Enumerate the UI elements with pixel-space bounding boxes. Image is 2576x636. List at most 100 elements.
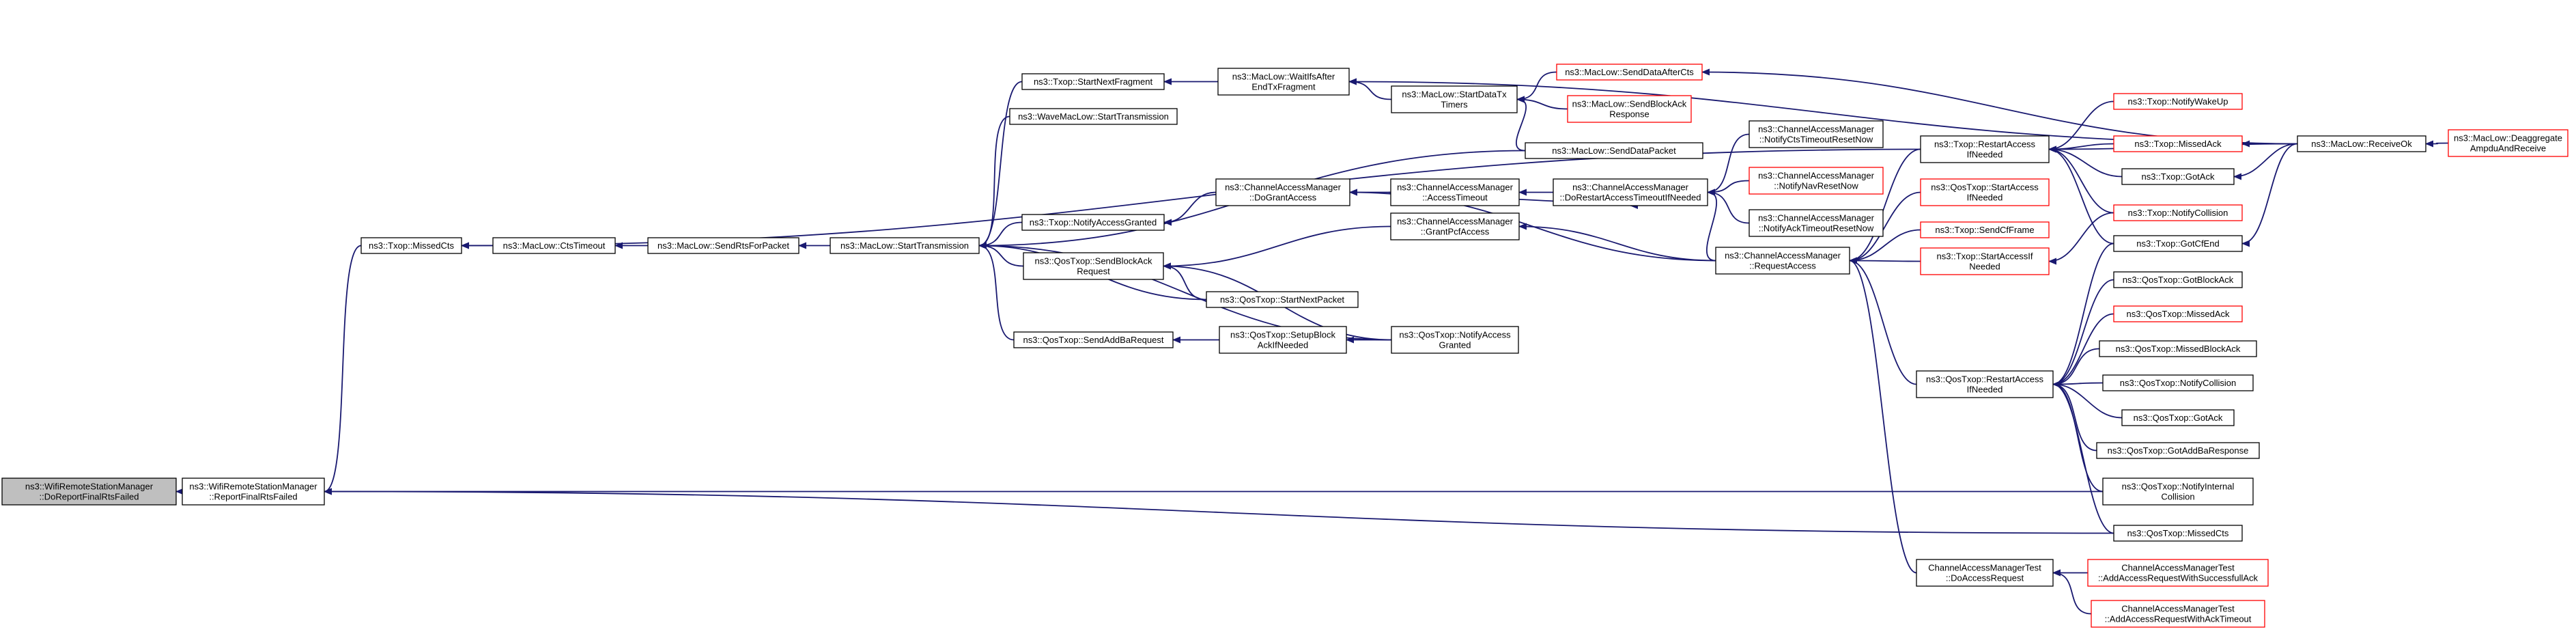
node-missedcts[interactable]: ns3::Txop::MissedCts [360,237,462,254]
node-label: ::NotifyCtsTimeoutResetNow [1759,135,1873,145]
edge-receiveok-to-txopgotack [2233,143,2298,180]
node-qnag[interactable]: ns3::QosTxop::NotifyAccessGranted [1391,326,1519,354]
node-label: ns3::ChannelAccessManager [1225,182,1341,193]
node-label: ns3::QosTxop::NotifyCollision [2120,378,2237,388]
node-box [1013,331,1174,348]
node-box [1916,559,2054,587]
node-label: ns3::MacLow::SendRtsForPacket [657,240,789,251]
node-camtestdoaccess[interactable]: ChannelAccessManagerTest::DoAccessReques… [1916,559,2054,587]
node-qgotack[interactable]: ns3::QosTxop::GotAck [2121,409,2235,426]
node-starttx[interactable]: ns3::MacLow::StartTransmission [830,237,980,254]
node-label: ns3::ChannelAccessManager [1725,251,1841,261]
node-camrequest[interactable]: ns3::ChannelAccessManager::RequestAccess [1715,247,1850,275]
node-camnotifynav[interactable]: ns3::ChannelAccessManager::NotifyNavRese… [1749,167,1884,195]
node-label: ::DoAccessRequest [1946,573,2024,583]
edge-qgotack-to-qosrestart [2052,381,2123,419]
node-qgotaddba[interactable]: ns3::QosTxop::GotAddBaResponse [2096,442,2260,459]
node-box [2096,442,2260,459]
node-sendrts[interactable]: ns3::MacLow::SendRtsForPacket [647,237,799,254]
node-ctstimeout[interactable]: ns3::MacLow::CtsTimeout [492,237,616,254]
node-label: ns3::QosTxop::GotAck [2134,413,2223,423]
node-label: ChannelAccessManagerTest [2121,563,2235,573]
node-senddatapacket[interactable]: ns3::MacLow::SendDataPacket [1525,142,1703,159]
node-camnotifyack[interactable]: ns3::ChannelAccessManager::NotifyAckTime… [1749,209,1884,237]
node-root[interactable]: ns3::WifiRemoteStationManager::DoReportF… [1,478,177,506]
edge-qmissedcts-to-rfrf [324,488,2114,534]
edge-txopgotcfend-to-qosrestart [2052,243,2114,388]
node-label: ::DoGrantAccess [1249,193,1317,203]
node-label: IfNeeded [1967,385,2003,395]
edge-txoprestart-to-camrequest [1849,148,1921,264]
node-qgotblockack[interactable]: ns3::QosTxop::GotBlockAck [2113,271,2243,288]
node-camdorestart[interactable]: ns3::ChannelAccessManager::DoRestartAcce… [1553,178,1708,206]
node-label: ns3::QosTxop::GotAddBaResponse [2108,445,2249,456]
node-box [2448,129,2568,157]
node-camnotifycts[interactable]: ns3::ChannelAccessManager::NotifyCtsTime… [1749,120,1884,148]
edge-qmissedcts-to-qosrestart [2052,381,2114,534]
node-box [2113,305,2243,322]
node-label: ::ReportFinalRtsFailed [209,492,297,502]
node-label: ChannelAccessManagerTest [1928,563,2041,573]
edge-deaggregate-to-receiveok [2425,140,2449,148]
node-camtestaddsucc[interactable]: ChannelAccessManagerTest::AddAccessReque… [2087,559,2269,587]
node-label: ns3::MacLow::SendDataAfterCts [1565,67,1694,77]
node-camdogrant[interactable]: ns3::ChannelAccessManager::DoGrantAccess [1215,178,1350,206]
node-txopgotcfend[interactable]: ns3::Txop::GotCfEnd [2113,235,2243,252]
node-camaccesstimeout[interactable]: ns3::ChannelAccessManager::AccessTimeout [1390,178,1520,206]
node-snf[interactable]: ns3::Txop::StartNextFragment [1021,73,1165,90]
node-label: ns3::MacLow::ReceiveOk [2311,139,2412,149]
node-notifyag[interactable]: ns3::Txop::NotifyAccessGranted [1021,214,1165,231]
node-label: ns3::ChannelAccessManager [1758,213,1874,223]
node-rfrf[interactable]: ns3::WifiRemoteStationManager::ReportFin… [182,478,325,506]
node-box [2113,525,2243,542]
node-label: ns3::Txop::SendCfFrame [1935,225,2034,235]
node-label: ::DoReportFinalRtsFailed [40,492,139,502]
edge-qmissedblockack-to-qosrestart [2052,348,2100,388]
node-box [1215,178,1350,206]
nodes: ns3::WifiRemoteStationManager::DoReportF… [1,64,2568,628]
node-label: ::NotifyNavResetNow [1774,181,1858,191]
node-camgrantpcf[interactable]: ns3::ChannelAccessManager::GrantPcfAcces… [1390,212,1520,240]
node-box [2121,168,2235,185]
node-qmissedack[interactable]: ns3::QosTxop::MissedAck [2113,305,2243,322]
node-qmissedcts[interactable]: ns3::QosTxop::MissedCts [2113,525,2243,542]
node-qsaddba[interactable]: ns3::QosTxop::SendAddBaRequest [1013,331,1174,348]
node-label: ns3::QosTxop::StartNextPacket [1220,294,1344,305]
edge-sendcfframe-to-camrequest [1849,229,1921,264]
node-wavest[interactable]: ns3::WaveMacLow::StartTransmission [1009,108,1178,125]
node-txopmissedack[interactable]: ns3::Txop::MissedAck [2113,135,2243,152]
node-box [1749,167,1884,195]
node-label: ::NotifyAckTimeoutResetNow [1759,223,1874,234]
node-label: Needed [1969,262,2000,272]
edge-txopgotack-to-txoprestart [2048,146,2123,178]
node-senddataaftercts[interactable]: ns3::MacLow::SendDataAfterCts [1556,64,1703,81]
node-box [492,237,616,254]
node-txopnotifycoll[interactable]: ns3::Txop::NotifyCollision [2113,204,2243,221]
node-label: ::AddAccessRequestWithAckTimeout [2105,614,2252,624]
node-camtestaddtimeout[interactable]: ChannelAccessManagerTest::AddAccessReque… [2091,600,2265,628]
node-txopgotack[interactable]: ns3::Txop::GotAck [2121,168,2235,185]
node-qsnp[interactable]: ns3::QosTxop::StartNextPacket [1206,291,1359,308]
node-notifywakeup[interactable]: ns3::Txop::NotifyWakeUp [2113,93,2243,110]
node-label: ns3::QosTxop::NotifyAccess [1399,330,1511,340]
edge-qosstartaccess-to-camrequest [1849,191,1921,264]
node-receiveok[interactable]: ns3::MacLow::ReceiveOk [2297,135,2426,152]
node-box [2113,271,2243,288]
node-qnotifycoll[interactable]: ns3::QosTxop::NotifyCollision [2102,374,2254,391]
edge-qsnp-to-qsendbar [1163,262,1207,301]
node-qmissedblockack[interactable]: ns3::QosTxop::MissedBlockAck [2099,340,2257,357]
node-label: ns3::ChannelAccessManager [1758,124,1874,135]
node-sendcfframe[interactable]: ns3::Txop::SendCfFrame [1920,221,2050,238]
node-label: ::AccessTimeout [1422,193,1488,203]
